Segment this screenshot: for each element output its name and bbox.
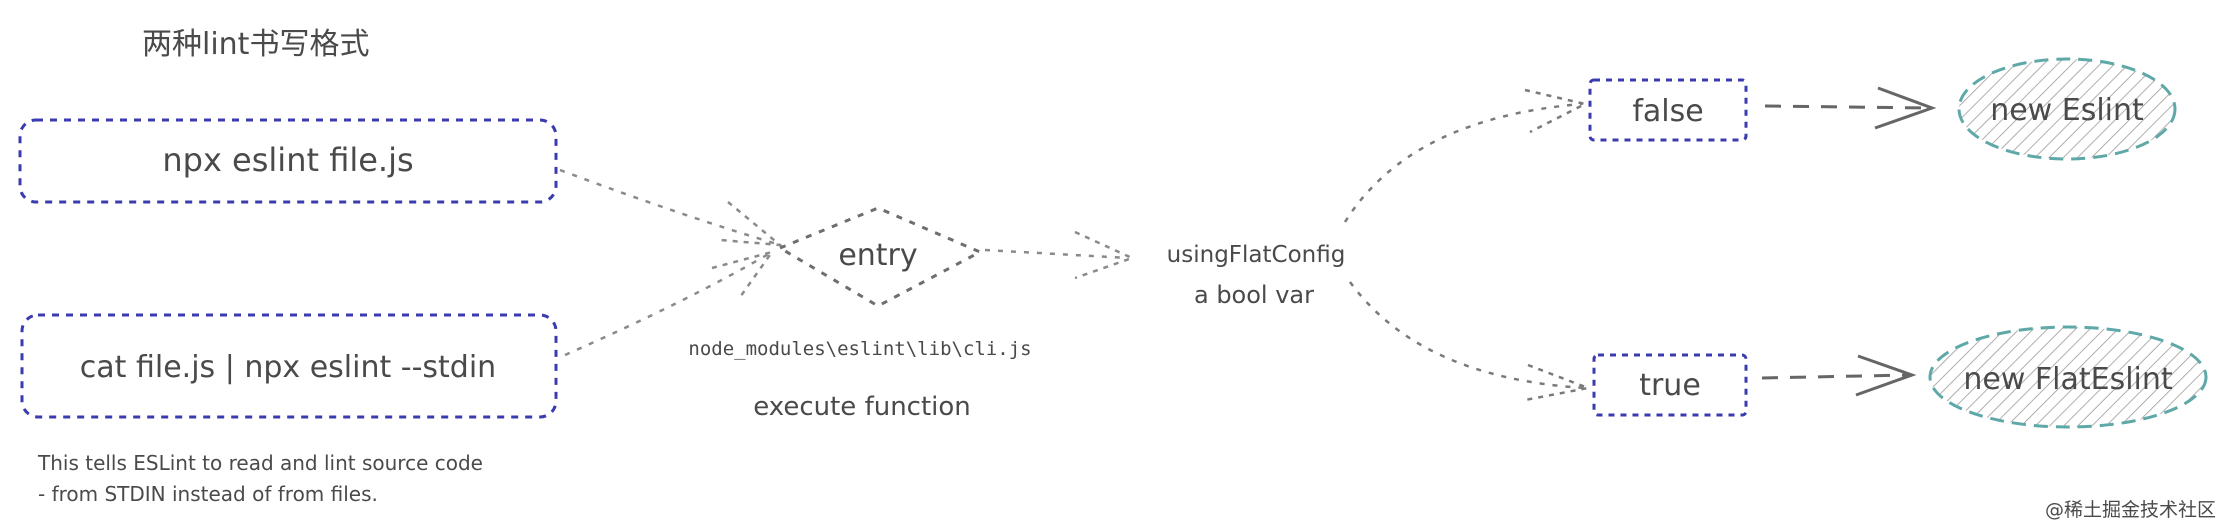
true-box (1592, 353, 1748, 417)
connector-true-to-flateslint (1761, 373, 1911, 380)
false-label: false (1632, 94, 1703, 129)
arrowhead-entry (1074, 230, 1136, 280)
arrowhead-true (1524, 363, 1593, 402)
result-flateslint-label: new FlatEslint (1963, 362, 2173, 397)
arrowhead-eslint-file (719, 201, 784, 247)
arrowhead-false (1524, 88, 1589, 134)
result-eslint-label: new Eslint (1990, 93, 2144, 128)
false-box (1588, 78, 1748, 142)
connector-flag-to-false (1343, 102, 1583, 223)
connector-flag-to-true (1348, 281, 1586, 390)
connector-entry-to-flag (984, 248, 1129, 260)
diagram-title: 两种lint书写格式 (142, 27, 369, 62)
arrowhead-flateslint (1855, 354, 1917, 397)
arrowhead-eslint (1874, 86, 1937, 130)
true-label: true (1639, 368, 1701, 403)
flag-name: usingFlatConfig (1167, 242, 1346, 268)
command-eslint-stdin: cat file.js | npx eslint --stdin (80, 350, 496, 385)
connector-eslint-file-to-entry (559, 168, 781, 247)
result-flateslint-ellipse (1928, 325, 2208, 429)
watermark: @稀土掘金技术社区 (2045, 499, 2216, 521)
entry-label: entry (838, 238, 917, 273)
result-eslint-ellipse (1957, 57, 2177, 161)
arrowhead-eslint-stdin (711, 249, 776, 301)
command-eslint-file: npx eslint file.js (162, 141, 413, 179)
stdin-note-line-1: This tells ESLint to read and lint sourc… (37, 451, 483, 475)
connector-false-to-eslint (1764, 104, 1931, 110)
stdin-note-line-2: - from STDIN instead of from files. (38, 482, 378, 506)
entry-file-path: node_modules\eslint\lib\cli.js (688, 338, 1031, 360)
entry-description: execute function (753, 392, 971, 422)
command-box-eslint-stdin (20, 313, 558, 419)
flag-description: a bool var (1194, 281, 1314, 309)
entry-diamond (776, 206, 984, 308)
command-box-eslint-file (18, 118, 558, 204)
